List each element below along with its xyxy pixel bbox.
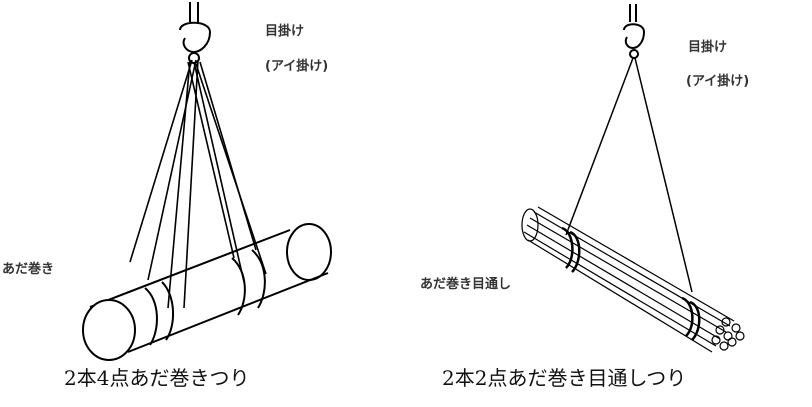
sling-legs (129, 59, 267, 309)
left-drawing (82, 2, 332, 361)
right-drawing (521, 4, 745, 353)
hitch-label-line2: (アイ掛け) (265, 59, 329, 74)
sling-legs (565, 57, 693, 293)
wrap-label: あだ巻き (2, 262, 55, 277)
right-figure: 目掛け (アイ掛け) あだ巻き目通し 2本2点あだ巻き目通しつり (420, 0, 812, 407)
wrap-label: あだ巻き目通し (420, 277, 512, 292)
crane-hook (623, 4, 646, 59)
hitch-label-line1: 目掛け (688, 40, 728, 55)
figure-caption: 2本4点あだ巻きつり (64, 366, 250, 390)
hitch-label-line2: (アイ掛け) (686, 74, 750, 89)
bar-bundle (521, 206, 745, 353)
crane-hook (179, 2, 212, 64)
hitch-label-line1: 目掛け (265, 24, 305, 39)
cylinder-load (82, 223, 332, 361)
figure-caption: 2本2点あだ巻き目通しつり (442, 366, 687, 390)
left-figure: 目掛け (アイ掛け) あだ巻き 2本4点あだ巻きつり (2, 2, 332, 390)
